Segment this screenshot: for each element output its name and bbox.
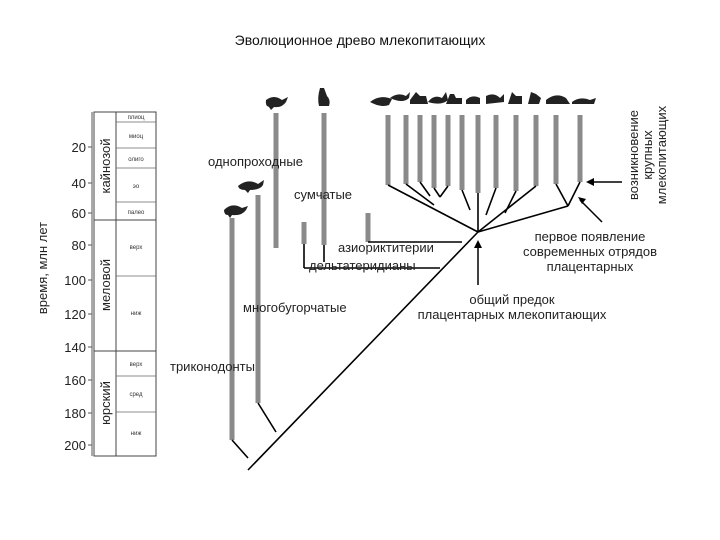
placental-animal-icon	[572, 98, 596, 104]
svg-text:крупных: крупных	[640, 130, 655, 180]
epoch-label: палео	[128, 210, 145, 216]
branch-placental	[405, 183, 435, 206]
branch-multituberculates	[257, 402, 277, 433]
placental-animal-icon	[428, 92, 448, 104]
label-deltatheridians: дельтатеридианы	[309, 258, 416, 273]
branch-placental	[555, 183, 569, 207]
geologic-time-scale: кайнозой меловой юрский плиоц миоц олиго…	[93, 111, 157, 457]
time-axis: время, млн лет 20 40 60 80 100 120 140 1…	[35, 112, 93, 456]
triconodont-icon	[224, 205, 248, 218]
annotation-large-mammals: возникновение крупных млекопитающих	[586, 105, 669, 204]
era-cenozoic: кайнозой	[98, 138, 113, 193]
branch-placental	[439, 185, 449, 198]
svg-text:возникновение: возникновение	[626, 110, 641, 200]
time-tick: 100	[64, 273, 86, 288]
time-tick: 200	[64, 438, 86, 453]
placental-animal-icon	[410, 92, 428, 104]
animal-silhouettes	[224, 88, 596, 218]
time-tick: 20	[72, 140, 86, 155]
kangaroo-icon	[318, 88, 330, 106]
epoch-label: сред	[129, 392, 143, 398]
time-tick: 80	[72, 238, 86, 253]
epoch-label: плиоц	[128, 115, 145, 121]
time-tick: 40	[72, 176, 86, 191]
epoch-label: олиго	[128, 157, 144, 163]
svg-text:современных отрядов: современных отрядов	[523, 244, 657, 259]
svg-text:первое появление: первое появление	[535, 229, 646, 244]
epoch-label: миоц	[129, 134, 144, 140]
main-trunk	[247, 231, 479, 471]
placental-animal-icon	[528, 92, 541, 104]
label-triconodonts: триконодонты	[170, 359, 255, 374]
epoch-label: ниж	[131, 431, 142, 437]
era-cretaceous: меловой	[98, 259, 113, 311]
annotation-first-orders: первое появление современных отрядов пла…	[523, 197, 657, 274]
label-multituberculates: многобугорчатые	[243, 300, 347, 315]
placental-animal-icon	[486, 94, 504, 104]
time-tick: 140	[64, 340, 86, 355]
multituberculate-icon	[238, 180, 264, 193]
annotation-common-ancestor: общий предок плацентарных млекопитающих	[418, 240, 607, 322]
time-tick: 160	[64, 373, 86, 388]
time-axis-label: время, млн лет	[35, 222, 50, 314]
time-tick: 120	[64, 307, 86, 322]
branch-triconodonts	[231, 439, 249, 459]
label-monotremes: однопроходные	[208, 154, 303, 169]
branch-placental	[477, 205, 569, 233]
placental-animal-icon	[370, 97, 392, 106]
time-scale-frame	[93, 111, 157, 457]
placental-animal-icon	[466, 96, 480, 104]
diagram-title: Эволюционное древо млекопитающих	[234, 32, 486, 48]
label-marsupials: сумчатые	[294, 187, 352, 202]
epoch-label: верх	[130, 245, 143, 251]
placental-animal-icon	[446, 94, 462, 104]
svg-text:общий предок: общий предок	[469, 292, 555, 307]
label-asioryctitheria: азиориктитерии	[338, 240, 434, 255]
svg-text:млекопитающих: млекопитающих	[654, 105, 669, 204]
tree-branches	[231, 181, 581, 471]
epoch-label: верх	[130, 362, 143, 368]
time-tick: 60	[72, 206, 86, 221]
epoch-label: эо	[133, 184, 140, 190]
placental-animal-icon	[390, 92, 410, 101]
branch-placental	[485, 187, 497, 216]
epoch-label: ниж	[131, 311, 142, 317]
branch-placental	[477, 185, 537, 233]
svg-text:плацентарных млекопитающих: плацентарных млекопитающих	[418, 307, 607, 322]
branch-placental	[419, 181, 431, 197]
branch-placental	[567, 181, 581, 207]
lineage-bars	[229, 113, 583, 440]
placental-animal-icon	[508, 92, 522, 104]
branch-placental	[433, 187, 441, 198]
branch-placental	[387, 184, 479, 233]
elephant-icon	[546, 95, 570, 104]
svg-text:плацентарных: плацентарных	[547, 259, 634, 274]
platypus-icon	[265, 97, 288, 110]
era-jurassic: юрский	[98, 381, 113, 425]
branch-placental	[461, 189, 471, 211]
time-tick: 180	[64, 406, 86, 421]
